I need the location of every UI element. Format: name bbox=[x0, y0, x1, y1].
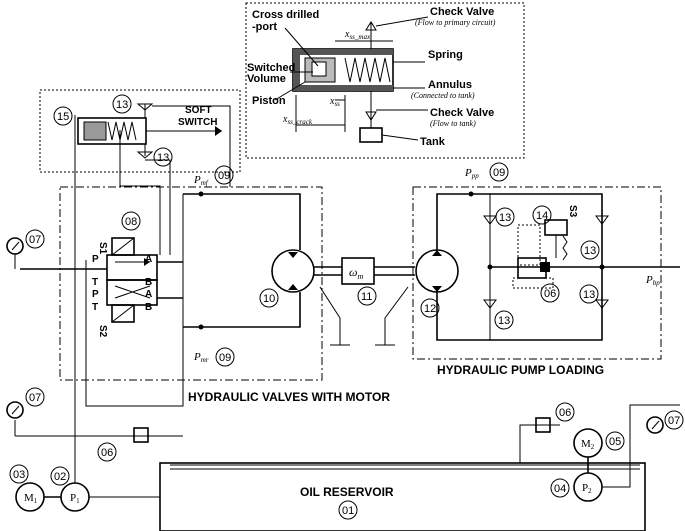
soft-switch: SOFT SWITCH bbox=[39, 89, 241, 173]
svg-text:01: 01 bbox=[342, 505, 354, 517]
x-ss-max-label: xss_max bbox=[344, 29, 371, 41]
inset-border bbox=[245, 2, 525, 159]
m1-label: M1 bbox=[24, 492, 38, 505]
svg-text:13: 13 bbox=[583, 289, 595, 301]
svg-text:07: 07 bbox=[29, 234, 41, 246]
switched-volume-label-2: Volume bbox=[247, 73, 286, 85]
s1-label: S1 bbox=[97, 242, 108, 255]
valves-motor-border bbox=[59, 186, 323, 381]
svg-text:13: 13 bbox=[498, 315, 510, 327]
soft-switch-label: SOFT bbox=[185, 105, 212, 116]
check-valve-primary-label: Check Valve bbox=[430, 6, 494, 18]
piston-label: Piston bbox=[252, 95, 286, 107]
valves-motor-title: HYDRAULIC VALVES WITH MOTOR bbox=[188, 390, 390, 404]
torque-sensor bbox=[341, 257, 375, 285]
svg-text:06: 06 bbox=[544, 288, 556, 300]
svg-text:13: 13 bbox=[499, 212, 511, 224]
svg-text:P: P bbox=[92, 254, 99, 265]
switched-volume-label: Switched bbox=[247, 62, 295, 74]
svg-text:14: 14 bbox=[536, 210, 548, 222]
svg-text:13: 13 bbox=[157, 152, 169, 164]
reservoir-title: OIL RESERVOIR bbox=[300, 485, 394, 499]
svg-text:02: 02 bbox=[54, 471, 66, 483]
pump-check-valves bbox=[483, 215, 609, 309]
pressure-gauge-2 bbox=[6, 401, 24, 419]
svg-text:B: B bbox=[145, 302, 152, 313]
annulus-label: Annulus bbox=[428, 79, 472, 91]
oil-reservoir bbox=[159, 462, 646, 531]
cross-drilled-port-label-2: -port bbox=[252, 21, 277, 33]
svg-text:P: P bbox=[92, 289, 99, 300]
svg-text:03: 03 bbox=[13, 469, 25, 481]
x-ss-label: xss bbox=[329, 96, 340, 108]
p-bp-label: Pbp bbox=[645, 274, 660, 287]
pump-loading-border bbox=[412, 186, 662, 360]
svg-text:05: 05 bbox=[609, 436, 621, 448]
spring-shape bbox=[344, 57, 391, 83]
svg-text:12: 12 bbox=[424, 303, 436, 315]
soft-switch-border bbox=[39, 89, 241, 173]
hydraulic-motor bbox=[271, 249, 315, 293]
pressure-gauge-3 bbox=[646, 416, 664, 434]
svg-text:09: 09 bbox=[219, 352, 231, 364]
svg-text:06: 06 bbox=[559, 407, 571, 419]
check-valve-tank-symbol bbox=[365, 111, 377, 121]
svg-text:A: A bbox=[145, 289, 152, 300]
p-mr-label: Pmr bbox=[193, 351, 209, 364]
svg-text:07: 07 bbox=[29, 392, 41, 404]
annulus-note: (Connected to tank) bbox=[411, 91, 475, 100]
inset-detail: Cross drilled -port Check Valve (Flow to… bbox=[245, 2, 525, 159]
m2-label: M2 bbox=[581, 438, 595, 451]
svg-text:T: T bbox=[92, 277, 98, 288]
spring-label: Spring bbox=[428, 49, 463, 61]
svg-text:04: 04 bbox=[554, 483, 566, 495]
hydraulic-pump bbox=[415, 249, 459, 293]
svg-text:07: 07 bbox=[668, 415, 680, 427]
svg-text:13: 13 bbox=[584, 245, 596, 257]
s3-label: S3 bbox=[567, 205, 578, 218]
tank-symbol bbox=[359, 127, 383, 143]
svg-text:13: 13 bbox=[116, 99, 128, 111]
cross-drilled-port-label: Cross drilled bbox=[252, 9, 319, 21]
svg-text:10: 10 bbox=[263, 293, 275, 305]
svg-text:B: B bbox=[145, 277, 152, 288]
svg-text:08: 08 bbox=[125, 216, 137, 228]
svg-text:11: 11 bbox=[361, 291, 372, 303]
svg-text:15: 15 bbox=[57, 111, 69, 123]
soft-switch-label-2: SWITCH bbox=[178, 117, 217, 128]
p1-label: P1 bbox=[70, 492, 80, 505]
check-valve-tank-label: Check Valve bbox=[430, 107, 494, 119]
svg-text:A: A bbox=[145, 254, 152, 265]
x-ss-crack-label: xss_crack bbox=[282, 114, 313, 126]
check-valve-primary-symbol bbox=[365, 21, 377, 31]
svg-text:09: 09 bbox=[493, 167, 505, 179]
p-mf-label: Pmf bbox=[193, 174, 209, 187]
s2-label: S2 bbox=[97, 325, 108, 338]
p-pp-label: Ppp bbox=[464, 167, 479, 180]
svg-text:09: 09 bbox=[218, 170, 230, 182]
omega-label: ωm bbox=[349, 265, 363, 281]
check-valve-tank-note: (Flow to tank) bbox=[430, 119, 476, 128]
check-valve-primary-note: (Flow to primary circuit) bbox=[415, 18, 496, 27]
svg-text:T: T bbox=[92, 302, 98, 313]
directional-valve bbox=[106, 237, 158, 323]
svg-text:06: 06 bbox=[101, 447, 113, 459]
component-numbers: 15 13 13 09 08 07 10 11 12 09 09 13 14 1… bbox=[9, 94, 684, 520]
pump-loading-title: HYDRAULIC PUMP LOADING bbox=[437, 363, 604, 377]
p2-label: P2 bbox=[582, 482, 592, 495]
tank-label: Tank bbox=[420, 136, 446, 148]
